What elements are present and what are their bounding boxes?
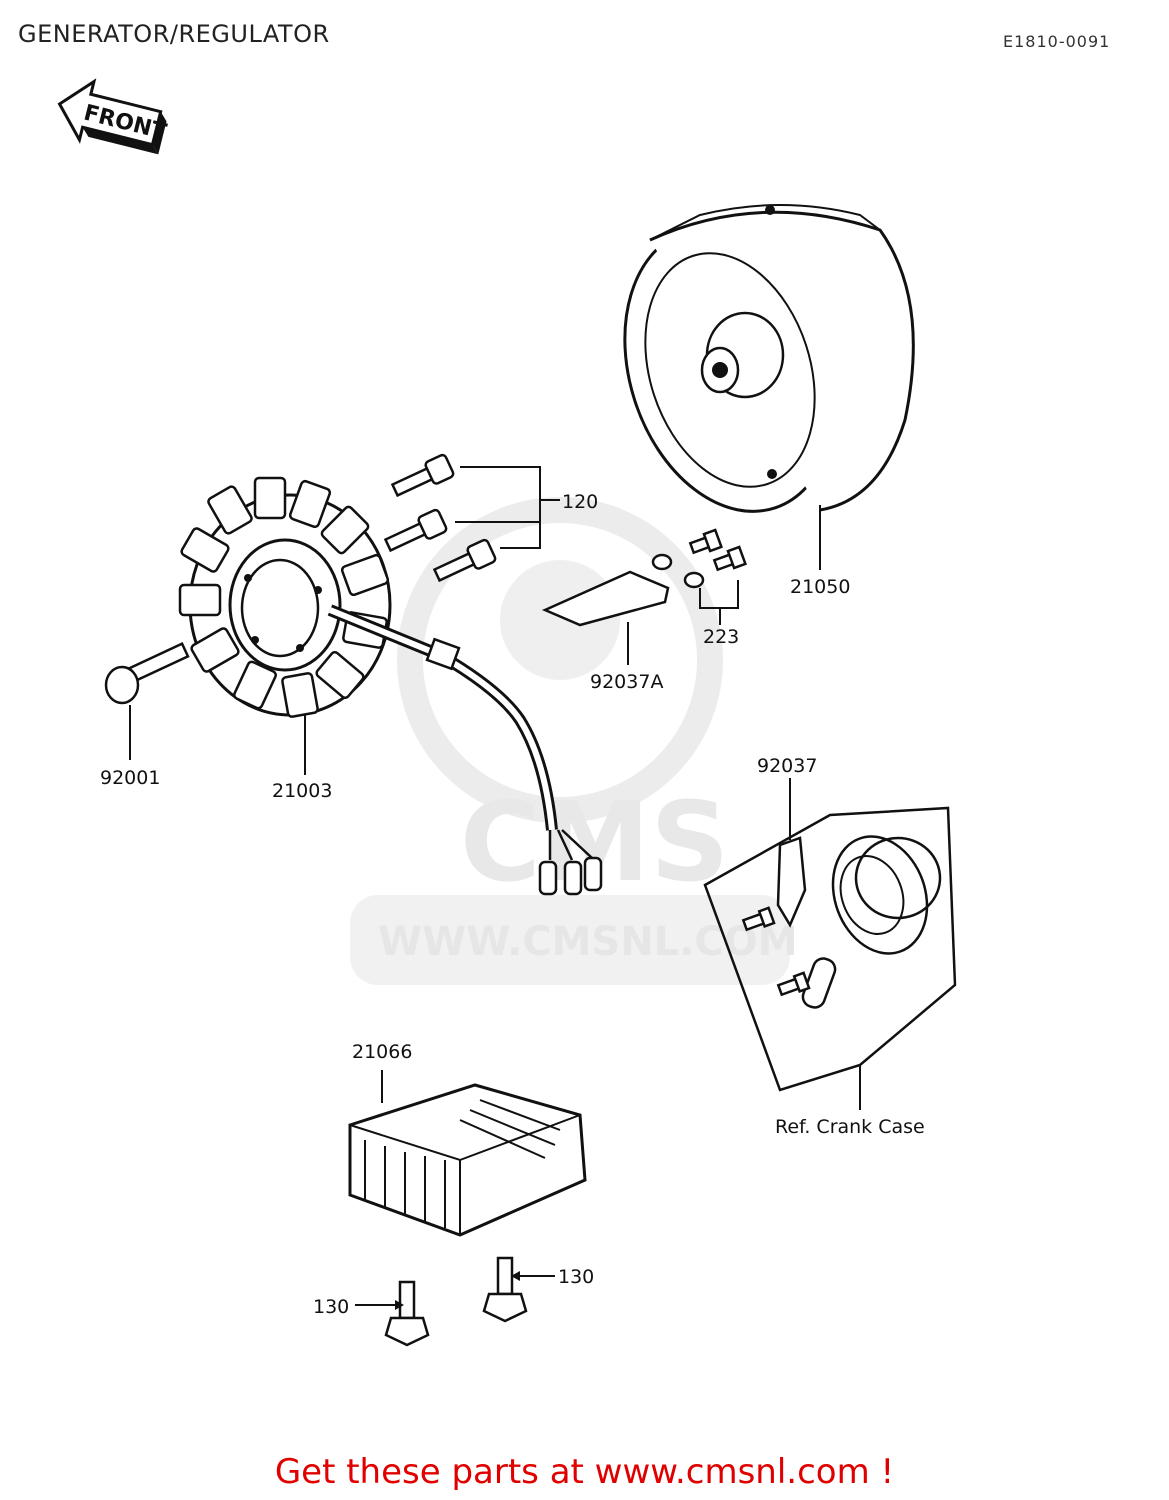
plate-92037A	[541, 570, 670, 665]
part-label-92037A: 92037A	[590, 671, 663, 693]
part-label-21066: 21066	[352, 1041, 412, 1063]
part-label-92001: 92001	[100, 767, 160, 789]
footer-cta-link[interactable]: Get these parts at www.cmsnl.com !	[274, 1452, 895, 1492]
part-label-21003: 21003	[272, 780, 332, 802]
exploded-parts-diagram: CMS WWW.CMSNL.COM FRONT	[57, 78, 957, 1347]
page-title: GENERATOR/REGULATOR	[18, 20, 330, 48]
ref-crank-case-label: Ref. Crank Case	[775, 1116, 925, 1138]
rotor-21050	[623, 204, 915, 513]
diagram-code: E1810-0091	[1003, 32, 1111, 51]
regulator-21066	[348, 1070, 587, 1237]
watermark: CMS WWW.CMSNL.COM	[350, 497, 798, 985]
screws-223	[651, 528, 747, 625]
part-label-21050: 21050	[790, 576, 850, 598]
part-label-130-right: 130	[558, 1266, 594, 1288]
bolts-120	[383, 453, 560, 583]
part-label-223: 223	[703, 626, 739, 648]
crank-case-ref	[703, 778, 957, 1110]
front-arrow: FRONT	[57, 78, 169, 155]
watermark-url: WWW.CMSNL.COM	[378, 919, 798, 965]
stator-21003	[178, 476, 603, 896]
bolts-130	[355, 1256, 555, 1347]
part-label-130-left: 130	[313, 1296, 349, 1318]
part-label-120: 120	[562, 491, 598, 513]
part-label-92037: 92037	[757, 755, 817, 777]
bolt-92001	[104, 641, 190, 760]
